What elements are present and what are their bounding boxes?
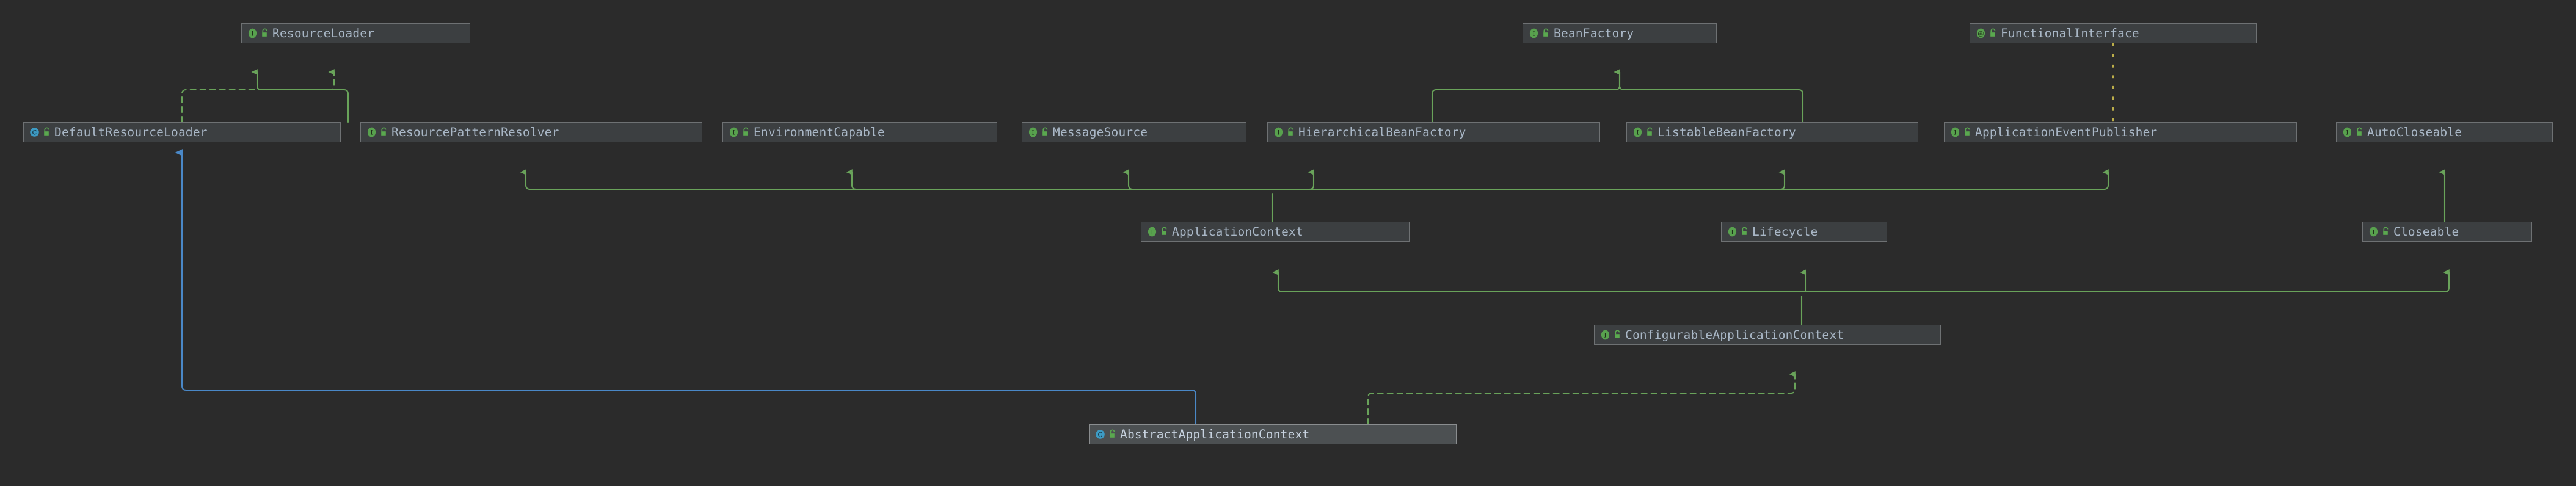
interface-icon: I [2342, 126, 2352, 138]
edge-applicationcontext-resourcepatternresolver [520, 169, 531, 190]
interface-icon: I [1529, 27, 1539, 39]
svg-text:I: I [1954, 129, 1956, 136]
class-node-label: AbstractApplicationContext [1120, 427, 1310, 441]
class-node-hierarchicalbeanfactory[interactable]: I HierarchicalBeanFactory [1267, 122, 1600, 142]
class-node-abstractapplicationcontext[interactable]: C AbstractApplicationContext [1089, 424, 1457, 444]
class-node-closeable[interactable]: I Closeable [2362, 222, 2532, 242]
class-node-label: ResourcePatternResolver [391, 125, 559, 139]
edge-configurableapplicationcontext-applicationcontext [1272, 269, 1284, 293]
public-unlocked-icon [1160, 226, 1172, 238]
class-node-label: DefaultResourceLoader [54, 125, 208, 139]
public-unlocked-icon [1108, 429, 1120, 440]
public-unlocked-icon [379, 126, 391, 138]
public-unlocked-icon [741, 126, 754, 138]
public-unlocked-icon [1645, 126, 1657, 138]
public-unlocked-icon [1541, 27, 1554, 39]
public-unlocked-icon [1988, 27, 2001, 39]
edge-applicationcontext-messagesource [1122, 169, 1134, 190]
class-node-label: EnvironmentCapable [754, 125, 885, 139]
class-node-beanfactory[interactable]: I BeanFactory [1523, 23, 1717, 43]
class-node-label: Lifecycle [1752, 225, 1818, 239]
edge-abstractapplicationcontext-configurableapplicationcontext [1367, 371, 1796, 426]
class-node-environmentcapable[interactable]: I EnvironmentCapable [722, 122, 997, 142]
class-node-applicationcontext[interactable]: I ApplicationContext [1141, 222, 1410, 242]
svg-text:I: I [1731, 228, 1733, 236]
class-icon: C [1095, 429, 1105, 440]
svg-text:I: I [1151, 228, 1153, 236]
svg-text:I: I [1604, 332, 1606, 339]
svg-text:I: I [1636, 129, 1639, 136]
interface-icon: I [1727, 226, 1737, 238]
class-node-autocloseable[interactable]: I AutoCloseable [2336, 122, 2553, 142]
class-node-label: ApplicationContext [1172, 225, 1303, 239]
interface-icon: I [1950, 126, 1960, 138]
class-node-label: Closeable [2393, 225, 2459, 239]
annotation-icon: @ [1976, 27, 1986, 39]
svg-text:I: I [251, 30, 253, 37]
class-node-label: ResourceLoader [272, 26, 375, 40]
interface-icon: I [2368, 226, 2379, 238]
svg-text:@: @ [1977, 30, 1984, 37]
class-node-applicationeventpublisher[interactable]: I ApplicationEventPublisher [1944, 122, 2297, 142]
class-icon: C [29, 126, 40, 138]
class-node-listablebeanfactory[interactable]: I ListableBeanFactory [1626, 122, 1918, 142]
edge-resourcepatternresolver-resourceloader [251, 69, 349, 123]
class-node-label: ConfigurableApplicationContext [1625, 328, 1844, 342]
interface-icon: I [366, 126, 377, 138]
edge-abstractapplicationcontext-defaultresourceloader [175, 149, 1197, 426]
svg-text:I: I [732, 129, 735, 136]
interface-icon: I [1147, 226, 1157, 238]
class-node-label: AutoCloseable [2367, 125, 2462, 139]
svg-text:I: I [1532, 30, 1535, 37]
edge-listablebeanfactory-beanfactory [1614, 69, 1804, 123]
public-unlocked-icon [1041, 126, 1053, 138]
svg-text:I: I [2372, 228, 2374, 236]
class-node-lifecycle[interactable]: I Lifecycle [1721, 222, 1887, 242]
interface-icon: I [1273, 126, 1284, 138]
class-node-label: HierarchicalBeanFactory [1298, 125, 1466, 139]
class-node-label: MessageSource [1053, 125, 1148, 139]
edge-defaultresourceloader-resourceloader [181, 69, 335, 123]
public-unlocked-icon [2355, 126, 2367, 138]
public-unlocked-icon [42, 126, 54, 138]
public-unlocked-icon [2381, 226, 2393, 238]
interface-icon: I [1632, 126, 1643, 138]
class-node-label: ApplicationEventPublisher [1975, 125, 2158, 139]
class-node-messagesource[interactable]: I MessageSource [1022, 122, 1246, 142]
svg-text:C: C [32, 129, 37, 136]
class-node-defaultresourceloader[interactable]: C DefaultResourceLoader [23, 122, 341, 142]
interface-icon: I [247, 27, 258, 39]
edge-applicationcontext-hierarchicalbeanfactory [1308, 169, 1315, 190]
svg-text:I: I [1277, 129, 1279, 136]
class-node-functionalinterface[interactable]: @ FunctionalInterface [1970, 23, 2257, 43]
edge-applicationcontext-applicationeventpublisher [2102, 169, 2109, 190]
public-unlocked-icon [1740, 226, 1752, 238]
edge-hierarchicalbeanfactory-beanfactory [1431, 69, 1621, 123]
edge-applicationcontext-listablebeanfactory [1778, 169, 1786, 190]
class-node-label: ListableBeanFactory [1657, 125, 1796, 139]
svg-text:I: I [2346, 129, 2348, 136]
interface-icon: I [729, 126, 739, 138]
edge-configurableapplicationcontext-closeable [2443, 269, 2450, 293]
class-node-configurableapplicationcontext[interactable]: I ConfigurableApplicationContext [1594, 325, 1941, 345]
public-unlocked-icon [1613, 329, 1625, 341]
public-unlocked-icon [1286, 126, 1298, 138]
interface-icon: I [1600, 329, 1610, 341]
edge-applicationcontext-environmentcapable [846, 169, 857, 190]
class-node-resourcepatternresolver[interactable]: I ResourcePatternResolver [360, 122, 702, 142]
class-node-resourceloader[interactable]: I ResourceLoader [241, 23, 470, 43]
public-unlocked-icon [1963, 126, 1975, 138]
svg-text:I: I [1031, 129, 1034, 136]
svg-text:C: C [1098, 432, 1103, 438]
svg-text:I: I [370, 129, 373, 136]
class-node-label: FunctionalInterface [2001, 26, 2139, 40]
class-node-label: BeanFactory [1554, 26, 1634, 40]
interface-icon: I [1028, 126, 1038, 138]
public-unlocked-icon [260, 27, 272, 39]
